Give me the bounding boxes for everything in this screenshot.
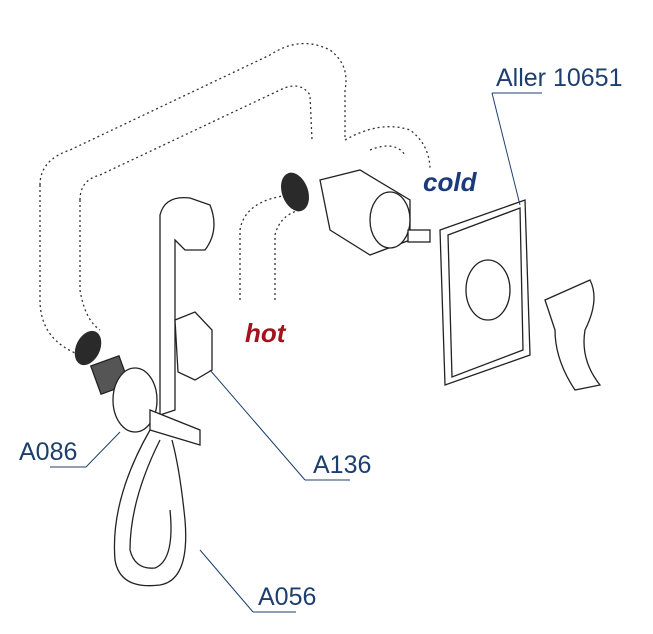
flexible-hose xyxy=(113,429,187,587)
concealed-pipework xyxy=(39,42,431,356)
label-hot: hot xyxy=(245,318,286,348)
lever-handle xyxy=(544,279,602,391)
mixer-cartridge xyxy=(319,169,431,256)
label-holder: A136 xyxy=(313,451,372,479)
cover-plate xyxy=(439,199,531,386)
label-cold: cold xyxy=(423,167,477,197)
label-angle-valve: A086 xyxy=(19,438,78,466)
leader-lines xyxy=(50,92,542,613)
hygienic-shower-head xyxy=(159,196,215,416)
label-hose: A056 xyxy=(258,583,317,611)
angle-valve xyxy=(89,354,201,446)
label-panel: Aller 10651 xyxy=(496,64,623,92)
